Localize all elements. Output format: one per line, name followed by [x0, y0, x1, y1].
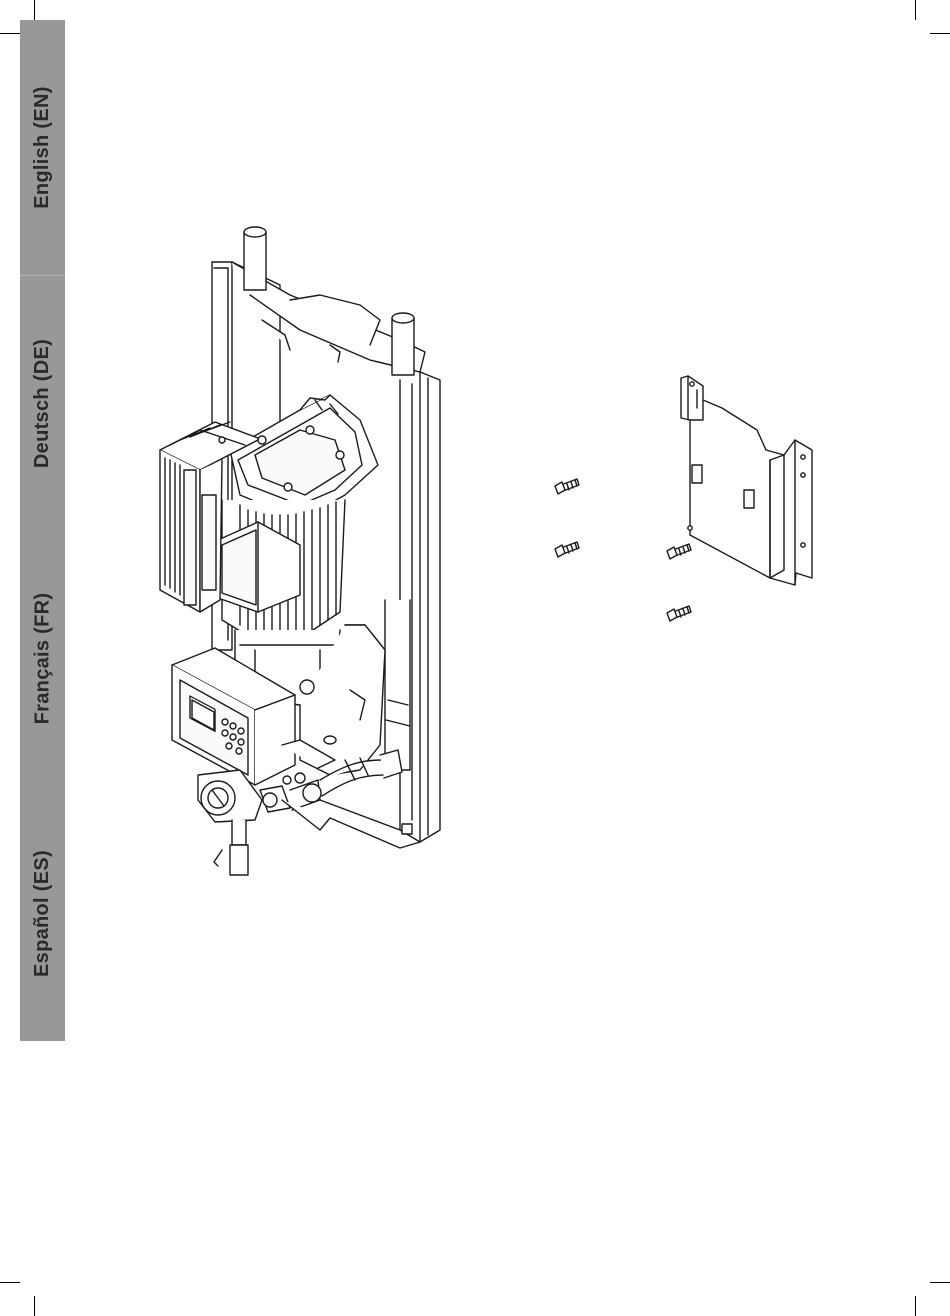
wall-bracket [681, 376, 812, 585]
bolt [667, 606, 691, 621]
bolts [555, 479, 691, 621]
bolt [555, 479, 579, 494]
motor-body [218, 500, 345, 640]
bolt [555, 542, 579, 557]
bolt [667, 544, 691, 559]
